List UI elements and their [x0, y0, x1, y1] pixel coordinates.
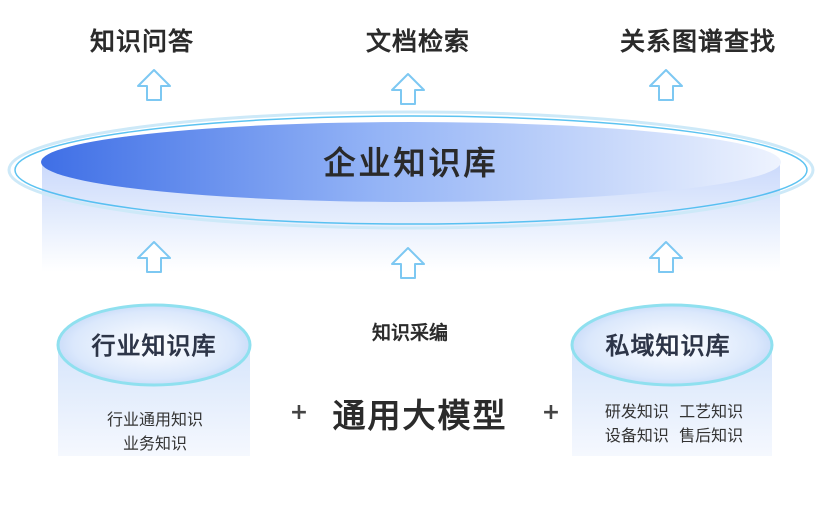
industry-cylinder-top — [56, 303, 252, 387]
private-db-title: 私域知识库 — [605, 332, 731, 360]
central-ring-outer — [7, 110, 815, 230]
plus-operator: + — [289, 400, 309, 425]
industry-db-title: 行业知识库 — [91, 332, 217, 360]
industry-db-items: 行业通用知识 业务知识 — [60, 408, 250, 456]
plus-operator: + — [541, 400, 561, 425]
up-arrow-icon — [137, 241, 171, 273]
central-cylinder-top — [41, 122, 781, 202]
up-arrow-icon — [649, 69, 683, 101]
central-ring-inner — [14, 115, 808, 225]
up-arrow-icon — [137, 69, 171, 101]
private-item: 研发知识 工艺知识 — [604, 402, 744, 421]
model-label: 通用大模型 — [332, 396, 508, 435]
up-arrow-icon — [391, 73, 425, 105]
up-arrow-icon — [649, 241, 683, 273]
industry-item: 业务知识 — [122, 434, 187, 453]
up-arrow-icon — [391, 247, 425, 279]
industry-item: 行业通用知识 — [106, 410, 203, 429]
private-item: 设备知识 售后知识 — [604, 426, 744, 445]
output-label-qa: 知识问答 — [89, 27, 194, 56]
output-label-search: 文档检索 — [365, 27, 470, 56]
central-title: 企业知识库 — [323, 144, 499, 182]
output-label-graph: 关系图谱查找 — [619, 27, 776, 56]
private-cylinder-top — [570, 303, 774, 387]
private-db-items: 研发知识 工艺知识 设备知识 售后知识 — [576, 400, 772, 448]
process-label: 知识采编 — [371, 322, 448, 344]
